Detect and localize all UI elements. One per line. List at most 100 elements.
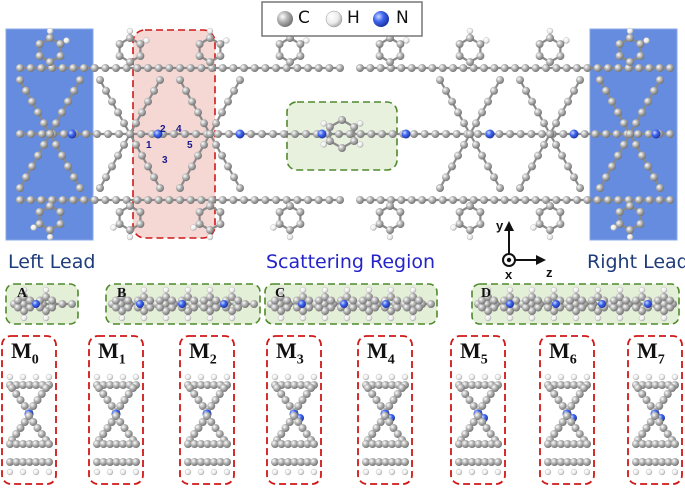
carbon-atom <box>34 151 42 160</box>
carbon-atom <box>132 119 140 128</box>
carbon-atom <box>481 381 489 389</box>
carbon-atom <box>190 430 199 438</box>
molecule-label-sub: 6 <box>569 352 577 368</box>
hydrogen-atom <box>387 314 395 322</box>
carbon-atom <box>206 58 214 66</box>
hydrogen-atom <box>184 468 192 476</box>
carbon-atom <box>620 119 628 128</box>
hydrogen-atom <box>321 314 329 322</box>
hydrogen-atom <box>494 373 502 381</box>
carbon-atom <box>578 303 587 312</box>
hydrogen-atom <box>468 373 476 381</box>
carbon-atom <box>394 458 403 466</box>
carbon-atom <box>573 196 581 204</box>
carbon-atom <box>156 76 164 84</box>
carbon-atom <box>136 40 145 48</box>
hydrogen-atom <box>20 314 28 322</box>
hydrogen-atom <box>626 233 634 241</box>
carbon-atom <box>472 140 480 149</box>
carbon-atom <box>26 64 35 72</box>
carbon-atom <box>118 307 126 315</box>
carbon-atom <box>614 108 622 117</box>
hydrogen-atom <box>32 373 40 381</box>
carbon-atom <box>184 440 192 448</box>
carbon-atom <box>250 300 258 308</box>
carbon-atom <box>495 130 504 138</box>
hydrogen-atom <box>375 373 383 381</box>
hydrogen-atom <box>271 468 279 476</box>
legend-label-c: C <box>298 8 310 28</box>
carbon-atom <box>314 303 323 312</box>
carbon-atom <box>197 64 206 72</box>
hydrogen-atom <box>557 468 565 476</box>
carbon-atom <box>376 402 385 410</box>
carbon-atom <box>37 196 46 204</box>
carbon-atom <box>490 173 498 182</box>
carbon-atom <box>528 293 536 301</box>
carbon-atom <box>48 303 57 312</box>
hydrogen-atom <box>19 468 27 476</box>
hydrogen-atom <box>19 373 27 381</box>
carbon-atom <box>368 458 377 466</box>
carbon-atom <box>571 396 580 404</box>
molecule-box-1 <box>88 335 144 485</box>
carbon-atom <box>660 307 668 315</box>
carbon-atom <box>651 412 659 420</box>
carbon-atom <box>632 440 640 448</box>
hydrogen-atom <box>583 468 591 476</box>
carbon-atom <box>16 184 24 192</box>
carbon-atom <box>28 162 36 171</box>
carbon-atom <box>144 64 152 72</box>
hydrogen-atom <box>286 233 294 241</box>
carbon-atom <box>459 64 468 72</box>
carbon-atom <box>550 293 558 301</box>
hydrogen-atom <box>362 468 370 476</box>
carbon-atom <box>371 296 380 305</box>
molecule-label-base: M <box>637 338 658 363</box>
carbon-atom <box>93 130 101 138</box>
carbon-atom <box>466 226 474 234</box>
carbon-atom <box>69 196 78 204</box>
carbon-atom <box>635 196 643 204</box>
carbon-atom <box>194 396 203 404</box>
carbon-atom <box>578 296 587 305</box>
hydrogen-atom <box>409 286 417 294</box>
carbon-atom <box>132 140 140 149</box>
carbon-atom <box>186 384 194 392</box>
carbon-atom <box>304 196 312 204</box>
carbon-atom <box>144 97 152 106</box>
hydrogen-atom <box>143 37 150 44</box>
carbon-atom <box>230 173 238 182</box>
carbon-atom <box>285 402 294 410</box>
hydrogen-atom <box>570 468 578 476</box>
carbon-atom <box>29 418 38 426</box>
carbon-atom <box>638 430 647 438</box>
carbon-atom <box>284 381 292 389</box>
carbon-atom <box>229 196 238 204</box>
carbon-atom <box>207 418 216 426</box>
carbon-atom <box>19 458 27 466</box>
carbon-atom <box>396 52 405 60</box>
carbon-atom <box>666 303 675 312</box>
carbon-atom <box>644 97 652 106</box>
carbon-atom <box>93 458 101 466</box>
carbon-atom <box>472 119 480 128</box>
carbon-atom <box>277 430 286 438</box>
carbon-atom <box>325 64 334 72</box>
carbon-atom <box>638 108 646 117</box>
carbon-atom <box>56 208 65 216</box>
hydrogen-atom <box>310 373 318 381</box>
carbon-atom <box>575 390 584 398</box>
carbon-atom <box>375 52 384 60</box>
carbon-atom <box>210 458 218 466</box>
carbon-atom <box>638 458 647 466</box>
carbon-atom <box>335 130 343 138</box>
carbon-atom <box>552 64 561 72</box>
hydrogen-atom <box>468 468 476 476</box>
carbon-atom <box>428 196 437 204</box>
carbon-atom <box>192 130 200 138</box>
carbon-atom <box>206 130 214 138</box>
carbon-atom <box>459 196 468 204</box>
hydrogen-atom <box>223 468 231 476</box>
carbon-atom <box>294 402 303 410</box>
